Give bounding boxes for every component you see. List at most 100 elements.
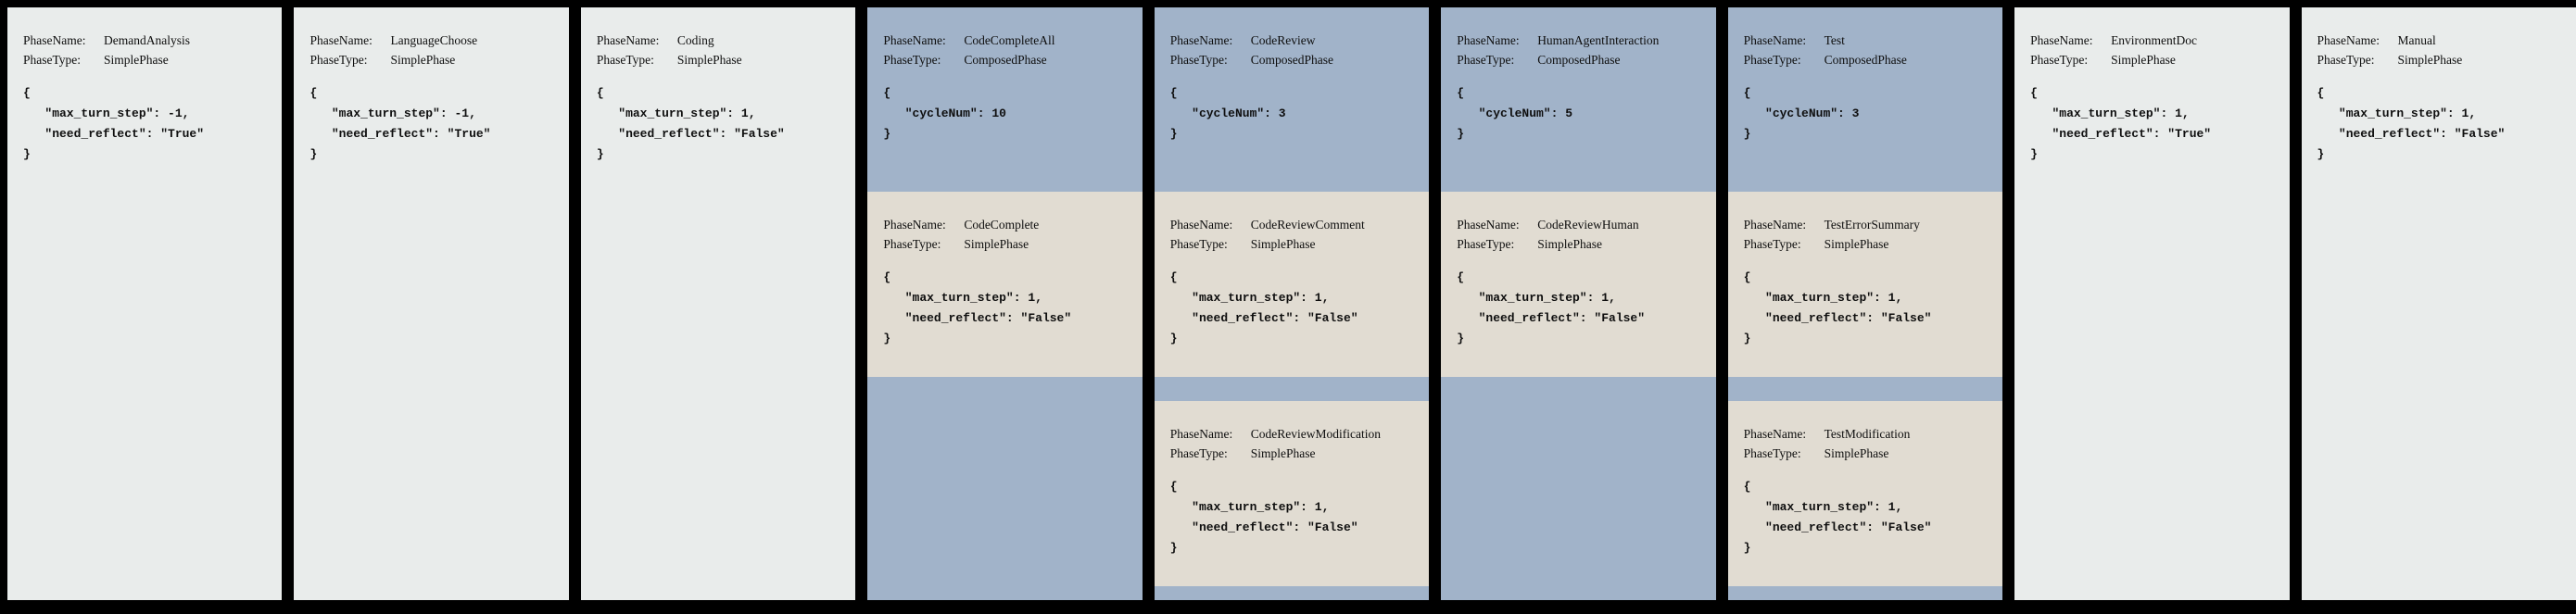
subphase-divider (1728, 377, 2002, 401)
phase-type-label: PhaseType: (1743, 53, 1801, 67)
phase-type-value: ComposedPhase (964, 53, 1047, 67)
subphase-config-json: { "max_turn_step": 1, "need_reflect": "F… (1169, 480, 1358, 555)
phase-name-row: PhaseName: HumanAgentInteraction (1457, 31, 1708, 50)
phase-type-value: ComposedPhase (1537, 53, 1621, 67)
phase-name-label: PhaseName: (1169, 218, 1233, 232)
phase-type-label: PhaseType: (1743, 237, 1801, 251)
phase-name-label: PhaseName: (1457, 33, 1520, 47)
subphase-header: PhaseName: TestModification PhaseType: S… (1728, 401, 2002, 558)
phase-name-value: Coding (676, 33, 714, 47)
phase-type-row: PhaseType: ComposedPhase (883, 50, 1134, 69)
phase-name-value: Manual (2397, 33, 2436, 47)
phase-name-label: PhaseName: (883, 33, 946, 47)
phase-type-value: SimplePhase (2111, 53, 2176, 67)
phase-card-code-review: PhaseName: CodeReview PhaseType: Compose… (1154, 7, 1430, 600)
phase-card-demand-analysis: PhaseName: DemandAnalysis PhaseType: Sim… (7, 7, 283, 600)
subphase-config-json: { "max_turn_step": 1, "need_reflect": "F… (1169, 270, 1358, 345)
phase-type-row: PhaseType: ComposedPhase (1170, 50, 1421, 69)
phase-type-label: PhaseType: (2030, 53, 2089, 67)
phase-type-label: PhaseType: (1743, 446, 1801, 460)
subphase-card-code-complete: PhaseName: CodeComplete PhaseType: Simpl… (867, 192, 1143, 377)
composed-phase-header: PhaseName: CodeCompleteAll PhaseType: Co… (867, 7, 1142, 192)
phase-name-row: PhaseName: TestModification (1744, 424, 1995, 444)
phase-name-value: LanguageChoose (390, 33, 478, 47)
phase-name-row: PhaseName: DemandAnalysis (23, 31, 274, 50)
phase-name-label: PhaseName: (23, 33, 86, 47)
phase-type-value: ComposedPhase (1824, 53, 1907, 67)
subphase-config-json: { "max_turn_step": 1, "need_reflect": "F… (1743, 270, 1932, 345)
phase-card-environment-doc: PhaseName: EnvironmentDoc PhaseType: Sim… (2014, 7, 2290, 600)
subphase-divider (1155, 377, 1429, 401)
phase-name-value: DemandAnalysis (104, 33, 190, 47)
phase-name-label: PhaseName: (2317, 33, 2380, 47)
phase-type-label: PhaseType: (2317, 53, 2375, 67)
phase-type-label: PhaseType: (883, 237, 941, 251)
phase-name-value: CodeReviewModification (1250, 427, 1381, 441)
subphase-config-json: { "max_turn_step": 1, "need_reflect": "F… (883, 270, 1072, 345)
subphase-header: PhaseName: CodeReviewModification PhaseT… (1155, 401, 1429, 558)
phase-config-json: { "cycleNum": 3 } (1169, 86, 1286, 141)
phase-type-row: PhaseType: SimplePhase (2030, 50, 2281, 69)
phase-type-value: SimplePhase (1824, 237, 1889, 251)
phase-name-label: PhaseName: (2030, 33, 2093, 47)
phase-config-json: { "max_turn_step": -1, "need_reflect": "… (309, 86, 491, 161)
phase-config-json: { "max_turn_step": 1, "need_reflect": "T… (2030, 86, 2212, 161)
phase-name-row: PhaseName: Manual (2317, 31, 2569, 50)
phase-name-value: Test (1824, 33, 1845, 47)
subphase-header: PhaseName: CodeReviewHuman PhaseType: Si… (1441, 192, 1715, 349)
phase-type-value: SimplePhase (390, 53, 456, 67)
phase-type-label: PhaseType: (1169, 237, 1228, 251)
phase-type-value: SimplePhase (1250, 237, 1316, 251)
phase-name-row: PhaseName: Coding (597, 31, 848, 50)
subphase-header: PhaseName: CodeComplete PhaseType: Simpl… (867, 192, 1142, 349)
phase-name-row: PhaseName: LanguageChoose (309, 31, 561, 50)
phase-type-row: PhaseType: SimplePhase (597, 50, 848, 69)
phase-type-value: SimplePhase (1824, 446, 1889, 460)
phase-header: PhaseName: Coding PhaseType: SimplePhase… (581, 7, 855, 165)
subphase-header: PhaseName: TestErrorSummary PhaseType: S… (1728, 192, 2002, 349)
phase-type-value: SimplePhase (104, 53, 169, 67)
composed-phase-header: PhaseName: Test PhaseType: ComposedPhase… (1728, 7, 2002, 192)
subphase-card-code-review-modification: PhaseName: CodeReviewModification PhaseT… (1154, 401, 1430, 586)
phase-header: PhaseName: Manual PhaseType: SimplePhase… (2302, 7, 2576, 165)
phase-name-row: PhaseName: CodeReviewHuman (1457, 215, 1708, 234)
phase-name-row: PhaseName: TestErrorSummary (1744, 215, 1995, 234)
subphase-card-test-error-summary: PhaseName: TestErrorSummary PhaseType: S… (1727, 192, 2003, 377)
phase-header: PhaseName: EnvironmentDoc PhaseType: Sim… (2014, 7, 2289, 165)
phase-card-coding: PhaseName: Coding PhaseType: SimplePhase… (580, 7, 856, 600)
phase-header: PhaseName: LanguageChoose PhaseType: Sim… (294, 7, 568, 165)
phase-config-json: { "cycleNum": 5 } (1457, 86, 1573, 141)
phase-type-label: PhaseType: (883, 53, 941, 67)
composed-phase-header: PhaseName: HumanAgentInteraction PhaseTy… (1441, 7, 1715, 192)
phase-type-label: PhaseType: (596, 53, 654, 67)
phase-config-json: { "cycleNum": 10 } (883, 86, 1006, 141)
phase-name-label: PhaseName: (596, 33, 660, 47)
subphase-card-code-review-human: PhaseName: CodeReviewHuman PhaseType: Si… (1441, 192, 1716, 377)
phase-type-row: PhaseType: SimplePhase (309, 50, 561, 69)
phase-type-row: PhaseType: SimplePhase (1744, 234, 1995, 254)
phase-type-label: PhaseType: (1169, 53, 1228, 67)
phase-name-value: CodeComplete (964, 218, 1040, 232)
phase-type-row: PhaseType: ComposedPhase (1744, 50, 1995, 69)
chatchain-phase-board: PhaseName: DemandAnalysis PhaseType: Sim… (7, 7, 2576, 600)
phase-type-row: PhaseType: SimplePhase (23, 50, 274, 69)
phase-card-test: PhaseName: Test PhaseType: ComposedPhase… (1727, 7, 2003, 600)
phase-name-value: CodeReviewHuman (1537, 218, 1639, 232)
subphase-config-json: { "max_turn_step": 1, "need_reflect": "F… (1743, 480, 1932, 555)
subphase-header: PhaseName: CodeReviewComment PhaseType: … (1155, 192, 1429, 349)
subphase-card-test-modification: PhaseName: TestModification PhaseType: S… (1727, 401, 2003, 586)
phase-card-manual: PhaseName: Manual PhaseType: SimplePhase… (2301, 7, 2576, 600)
phase-name-value: TestErrorSummary (1824, 218, 1920, 232)
phase-config-json: { "cycleNum": 3 } (1743, 86, 1860, 141)
phase-type-row: PhaseType: SimplePhase (883, 234, 1134, 254)
phase-card-language-choose: PhaseName: LanguageChoose PhaseType: Sim… (294, 7, 569, 600)
phase-type-label: PhaseType: (1169, 446, 1228, 460)
phase-type-row: PhaseType: SimplePhase (2317, 50, 2569, 69)
phase-name-value: CodeReview (1250, 33, 1316, 47)
phase-type-value: SimplePhase (676, 53, 742, 67)
phase-name-label: PhaseName: (1457, 218, 1520, 232)
phase-type-row: PhaseType: SimplePhase (1170, 444, 1421, 463)
subphase-card-code-review-comment: PhaseName: CodeReviewComment PhaseType: … (1154, 192, 1430, 377)
phase-name-row: PhaseName: EnvironmentDoc (2030, 31, 2281, 50)
phase-type-value: SimplePhase (1537, 237, 1602, 251)
